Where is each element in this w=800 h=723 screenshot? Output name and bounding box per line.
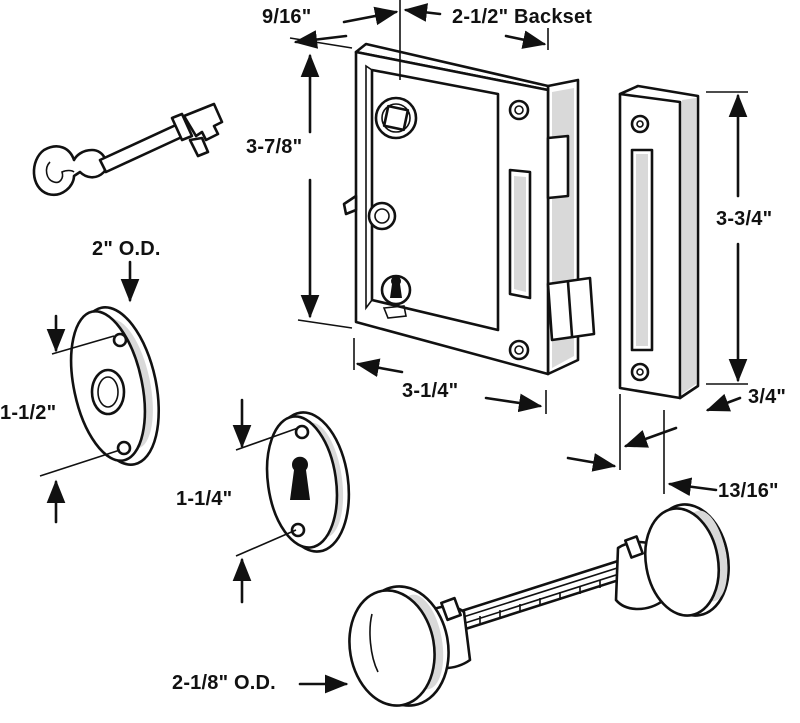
skeleton-key xyxy=(32,102,224,197)
dim-escutcheon-hole-spacing: 1-1/4" xyxy=(176,488,233,510)
dim-strike-width: 3/4" xyxy=(748,386,787,408)
dimension-lines xyxy=(39,0,748,694)
rose-plate xyxy=(69,306,161,466)
dim-rose-diameter: 2" O.D. xyxy=(92,238,161,260)
dim-case-height: 3-7/8" xyxy=(246,136,303,158)
dim-rose-hole-spacing: 1-1/2" xyxy=(0,402,57,424)
strike-plate xyxy=(618,84,700,400)
dim-backset-offset: 9/16" xyxy=(262,6,312,28)
dim-knob-diameter: 2-1/8" O.D. xyxy=(172,672,276,694)
dim-backset: 2-1/2" Backset xyxy=(452,6,593,28)
dim-case-width: 3-1/4" xyxy=(402,380,459,402)
knob-set xyxy=(348,503,730,707)
dim-strike-height: 3-3/4" xyxy=(716,208,773,230)
keyhole-escutcheon xyxy=(265,411,351,553)
rim-lock-case xyxy=(342,42,596,376)
dim-strike-depth: 13/16" xyxy=(718,480,779,502)
